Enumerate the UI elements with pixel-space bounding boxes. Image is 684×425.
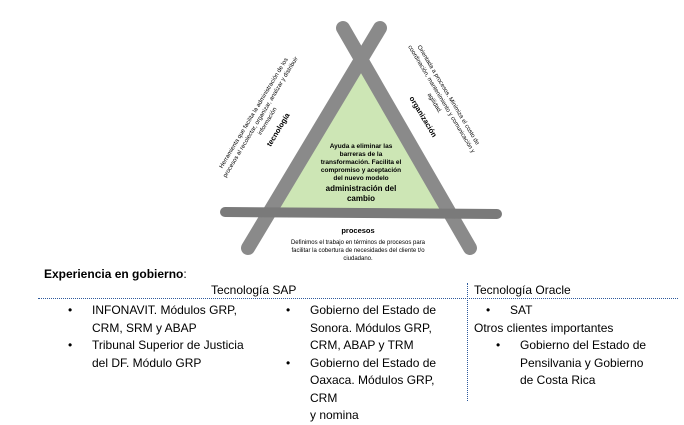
triangle-fill: [272, 63, 452, 210]
sap-column-1: INFONAVIT. Módulos GRP,CRM, SRM y ABAP T…: [66, 302, 266, 372]
svg-text:Definimos el trabajo en términ: Definimos el trabajo en términos de proc…: [291, 240, 426, 246]
svg-text:facilitar la cobertura de nece: facilitar la cobertura de necesidades de…: [291, 248, 425, 254]
svg-text:Orientada a procesos. Minimiza: Orientada a procesos. Minimiza el costo …: [416, 45, 481, 147]
bottom-beam: [220, 207, 502, 219]
svg-text:administración del: administración del: [326, 184, 397, 193]
header-divider: [38, 298, 678, 299]
list-item: SAT: [484, 302, 679, 320]
experience-title: Experiencia en gobierno:: [44, 267, 187, 281]
change-management-diagram: Ayuda a eliminar las barreras de la tran…: [219, 21, 502, 262]
oracle-column: SAT Otros clientes importantes Gobierno …: [474, 302, 679, 390]
svg-text:compromiso y aceptación: compromiso y aceptación: [321, 167, 401, 174]
svg-text:transformación. Facilita el: transformación. Facilita el: [321, 159, 402, 166]
svg-text:Herramienta que facilita la ad: Herramienta que facilita la administraci…: [219, 57, 290, 170]
sap-header: Tecnología SAP: [211, 283, 297, 297]
processes-text: procesos Definimos el trabajo en término…: [291, 226, 426, 262]
list-item: INFONAVIT. Módulos GRP,CRM, SRM y ABAP: [66, 302, 266, 337]
svg-text:del nuevo modelo: del nuevo modelo: [333, 175, 388, 182]
center-text: Ayuda a eliminar las barreras de la tran…: [321, 143, 402, 182]
other-clients-label: Otros clientes importantes: [474, 320, 614, 335]
svg-text:procesos: procesos: [341, 226, 374, 235]
svg-text:Ayuda a eliminar las: Ayuda a eliminar las: [330, 143, 393, 150]
column-divider: [467, 283, 468, 401]
svg-text:ciudadano.: ciudadano.: [343, 256, 373, 262]
center-title: administración del cambio: [326, 184, 397, 203]
svg-text:barreras de la: barreras de la: [340, 151, 383, 158]
svg-text:cambio: cambio: [347, 194, 375, 203]
oracle-header: Tecnología Oracle: [474, 283, 571, 297]
